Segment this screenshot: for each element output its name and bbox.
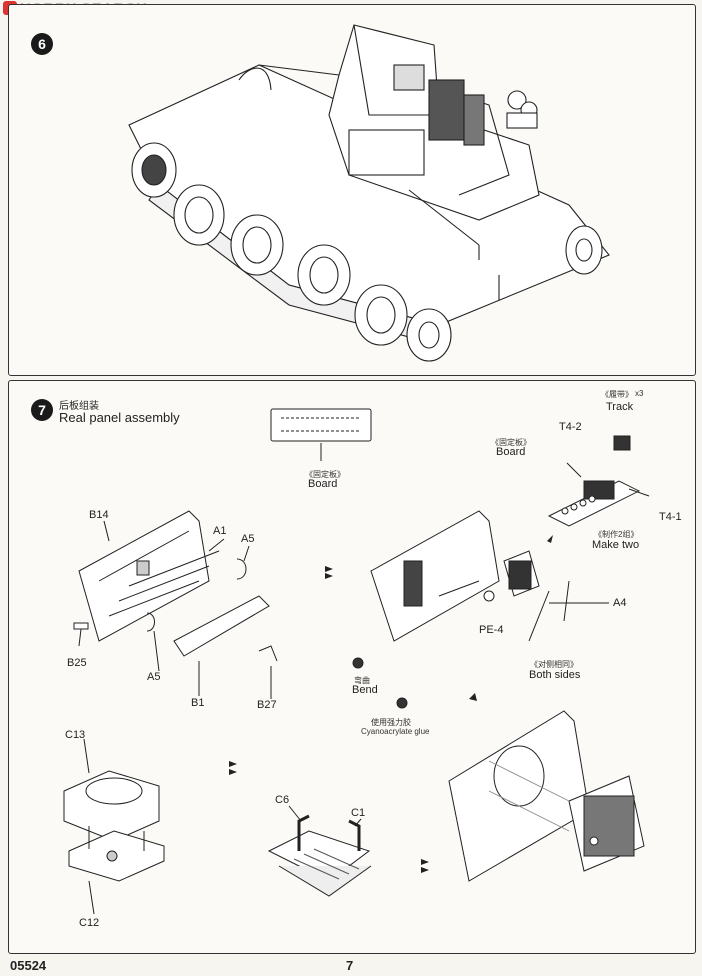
- step-6-panel: 6: [8, 4, 696, 376]
- page-number: 7: [346, 958, 354, 973]
- product-code: 05524: [10, 958, 47, 973]
- part-b1: B1: [191, 697, 205, 709]
- bend-label-en: Bend: [352, 684, 378, 696]
- both-sides-en: Both sides: [529, 669, 581, 681]
- track-qty: x3: [635, 389, 644, 398]
- step-7-number: 7: [31, 399, 53, 421]
- part-t4-1: T4-1: [659, 511, 682, 523]
- step-6-tank-drawing: [128, 24, 610, 362]
- step-7-title-cn: 后板组装: [59, 401, 99, 412]
- step-6-number: 6: [31, 33, 53, 55]
- part-b14: B14: [89, 509, 109, 521]
- step-7-title-en: Real panel assembly: [59, 410, 180, 425]
- glue-label-en: Cyanoacrylate glue: [361, 727, 430, 736]
- part-a5-bottom: A5: [147, 671, 161, 683]
- part-b27: B27: [257, 699, 277, 711]
- make-two-en: Make two: [592, 539, 640, 551]
- both-sides-cn: 《对侧相同》: [530, 660, 578, 669]
- step-7-drawings: [63, 408, 650, 915]
- part-b25: B25: [67, 657, 87, 669]
- part-c13: C13: [65, 729, 86, 741]
- part-a4: A4: [613, 597, 627, 609]
- part-pe-4: PE-4: [479, 624, 504, 636]
- part-a1: A1: [213, 525, 227, 537]
- part-a5-top: A5: [241, 533, 255, 545]
- bend-label-cn: 弯曲: [354, 676, 370, 685]
- board-label-cn: 《固定板》: [305, 470, 345, 479]
- glue-label-cn: 使用强力胶: [371, 718, 411, 727]
- track-label-cn: 《履带》: [601, 390, 633, 399]
- board2-label-cn: 《固定板》: [491, 438, 531, 447]
- make-two-cn: 《制作2组》: [594, 530, 639, 539]
- step-7-panel: 7 后板组装 Real panel assembly: [8, 380, 696, 954]
- part-t4-2: T4-2: [559, 421, 582, 433]
- part-c12: C12: [79, 917, 100, 929]
- part-c6: C6: [275, 794, 290, 806]
- board2-label-en: Board: [496, 446, 526, 458]
- board-label-en: Board: [308, 478, 338, 490]
- track-label-en: Track: [606, 401, 634, 413]
- part-c1: C1: [351, 807, 366, 819]
